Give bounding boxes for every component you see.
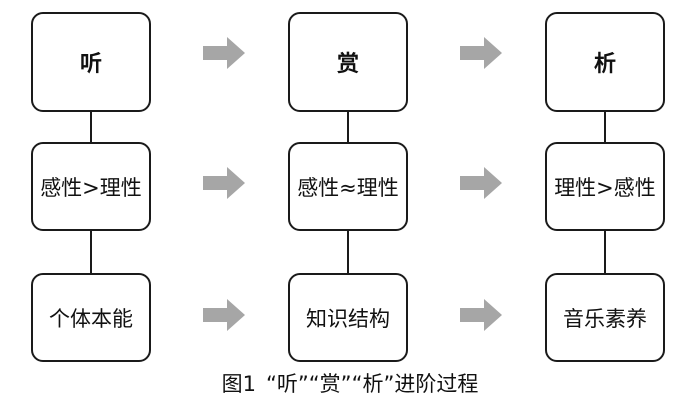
right-arrow-icon <box>203 167 245 199</box>
right-arrow-icon <box>460 299 502 331</box>
figure-title: “听”“赏”“析”进阶过程 <box>266 372 479 396</box>
stage-analyze-basis-box: 音乐素养 <box>545 273 665 362</box>
connector-line <box>90 230 92 273</box>
stage-listen-box: 听 <box>31 12 151 112</box>
connector-line <box>604 230 606 273</box>
stage-listen-basis-box: 个体本能 <box>31 273 151 362</box>
right-arrow-icon <box>203 299 245 331</box>
stage-analyze-box: 析 <box>545 12 665 112</box>
right-arrow-icon <box>460 37 502 69</box>
stage-appreciate-box: 赏 <box>288 12 408 112</box>
stage-appreciate-relation-box: 感性≈理性 <box>288 142 408 231</box>
right-arrow-icon <box>203 37 245 69</box>
connector-line <box>347 230 349 273</box>
connector-line <box>347 111 349 142</box>
right-arrow-icon <box>460 167 502 199</box>
stage-analyze-relation-box: 理性>感性 <box>545 142 665 231</box>
connector-line <box>90 111 92 142</box>
stage-listen-relation-box: 感性>理性 <box>31 142 151 231</box>
figure-number: 图1 <box>221 372 257 396</box>
figure-caption: 图1 “听”“赏”“析”进阶过程 <box>0 368 700 398</box>
stage-appreciate-basis-box: 知识结构 <box>288 273 408 362</box>
connector-line <box>604 111 606 142</box>
